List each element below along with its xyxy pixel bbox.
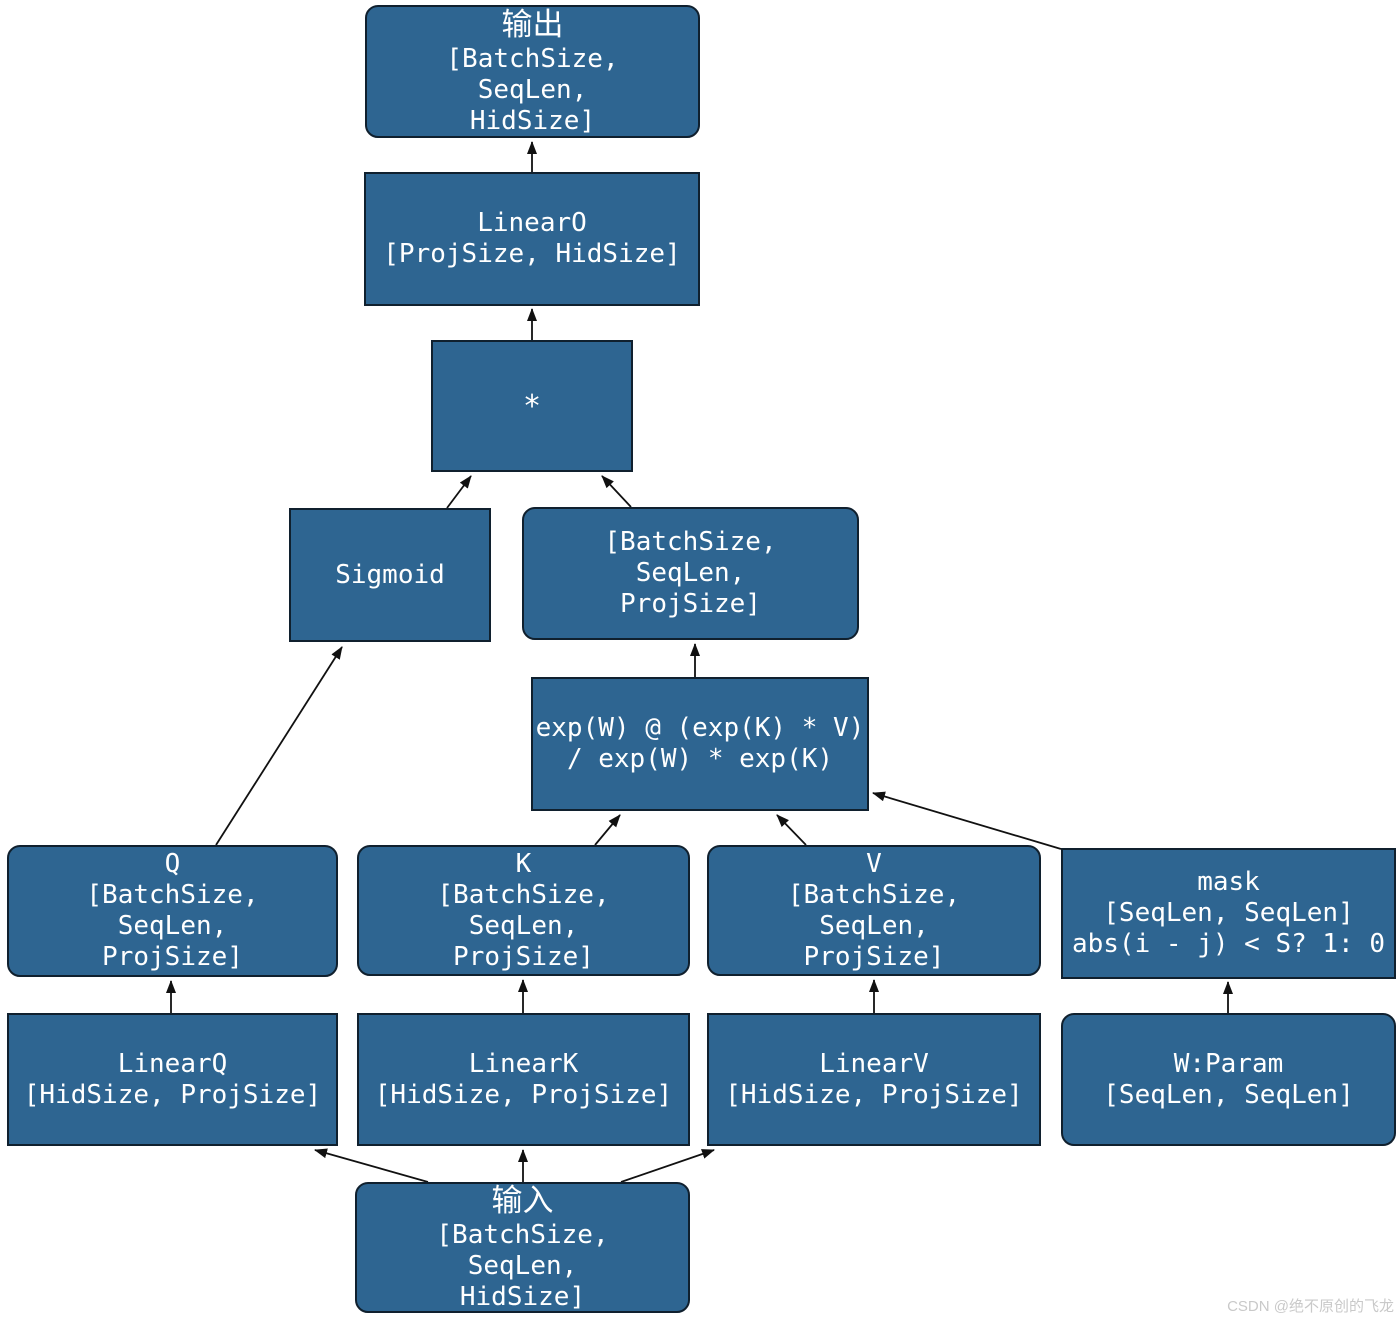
node-line: LinearV: [819, 1048, 929, 1079]
edge-v-exp: [776, 814, 807, 846]
node-line: [BatchSize,: [437, 879, 610, 910]
node-line: SeqLen,: [819, 910, 929, 941]
node-linear-k: LinearK [HidSize, ProjSize]: [357, 1013, 690, 1146]
node-line: [BatchSize,: [446, 44, 619, 74]
node-line: [HidSize, ProjSize]: [23, 1079, 322, 1110]
node-line: HidSize]: [469, 106, 596, 136]
edge-sigmoid-mul: [446, 475, 472, 509]
node-linear-q: LinearQ [HidSize, ProjSize]: [7, 1013, 338, 1146]
node-line: LinearQ: [117, 1048, 228, 1079]
node-line: HidSize]: [459, 1282, 586, 1312]
edge-input-linearQ: [314, 1148, 429, 1183]
node-line: [ProjSize, HidSize]: [383, 239, 681, 269]
node-w-param: W:Param [SeqLen, SeqLen]: [1061, 1013, 1396, 1146]
node-line: SeqLen,: [635, 558, 746, 588]
node-line: [BatchSize,: [787, 879, 961, 910]
node-line: ProjSize]: [620, 589, 761, 619]
node-line: LinearO: [477, 208, 587, 238]
node-linear-o: LinearO [ProjSize, HidSize]: [364, 172, 700, 306]
node-linear-v: LinearV [HidSize, ProjSize]: [707, 1013, 1041, 1146]
edge-input-linearV: [620, 1149, 715, 1183]
edge-k-exp: [594, 814, 621, 846]
node-line: mask: [1197, 867, 1260, 897]
node-line: K: [515, 848, 532, 879]
node-line: SeqLen,: [468, 910, 579, 941]
node-line: *: [522, 388, 542, 424]
node-sigmoid-op: Sigmoid: [289, 508, 491, 642]
watermark: CSDN @绝不原创的飞龙: [1227, 1298, 1394, 1315]
node-line: ProjSize]: [803, 941, 945, 972]
node-k-tensor: K [BatchSize, SeqLen, ProjSize]: [357, 845, 690, 976]
node-attention-formula: exp(W) @ (exp(K) * V) / exp(W) * exp(K): [531, 677, 869, 811]
node-line: V: [866, 848, 882, 879]
node-input-tensor: 输入 [BatchSize, SeqLen, HidSize]: [355, 1182, 690, 1313]
edge-mask-exp: [872, 791, 1062, 850]
node-line: LinearK: [468, 1048, 579, 1079]
node-line: SeqLen,: [477, 75, 588, 105]
node-line: [SeqLen, SeqLen]: [1103, 898, 1354, 928]
node-line: exp(W) @ (exp(K) * V): [535, 713, 865, 743]
node-line: [BatchSize,: [436, 1220, 609, 1250]
node-line: SeqLen,: [117, 911, 228, 941]
node-line: [SeqLen, SeqLen]: [1103, 1079, 1354, 1110]
node-v-tensor: V [BatchSize, SeqLen, ProjSize]: [707, 845, 1041, 976]
node-line: [HidSize, ProjSize]: [725, 1079, 1023, 1110]
node-mask-tensor: mask [SeqLen, SeqLen] abs(i - j) < S? 1:…: [1061, 848, 1396, 979]
node-output-tensor: 输出 [BatchSize, SeqLen, HidSize]: [365, 5, 700, 138]
node-input-title: 输入: [491, 1183, 554, 1219]
node-line: / exp(W) * exp(K): [566, 744, 834, 774]
node-q-tensor: Q [BatchSize, SeqLen, ProjSize]: [7, 845, 338, 977]
edge-gate-mul: [601, 475, 632, 508]
node-line: W:Param: [1173, 1048, 1284, 1079]
node-gate-tensor: [BatchSize, SeqLen, ProjSize]: [522, 507, 859, 640]
node-line: ProjSize]: [453, 941, 594, 972]
node-line: ProjSize]: [102, 942, 243, 972]
node-line: Sigmoid: [335, 559, 445, 590]
node-multiply-op: *: [431, 340, 633, 472]
node-line: abs(i - j) < S? 1: 0: [1071, 929, 1386, 959]
node-line: [BatchSize,: [604, 527, 777, 557]
node-output-title: 输出: [501, 7, 564, 43]
node-line: SeqLen,: [467, 1251, 578, 1281]
node-line: Q: [164, 849, 181, 879]
node-line: [HidSize, ProjSize]: [374, 1079, 673, 1110]
edge-q-sigmoid: [215, 646, 343, 846]
node-line: [BatchSize,: [86, 880, 259, 910]
